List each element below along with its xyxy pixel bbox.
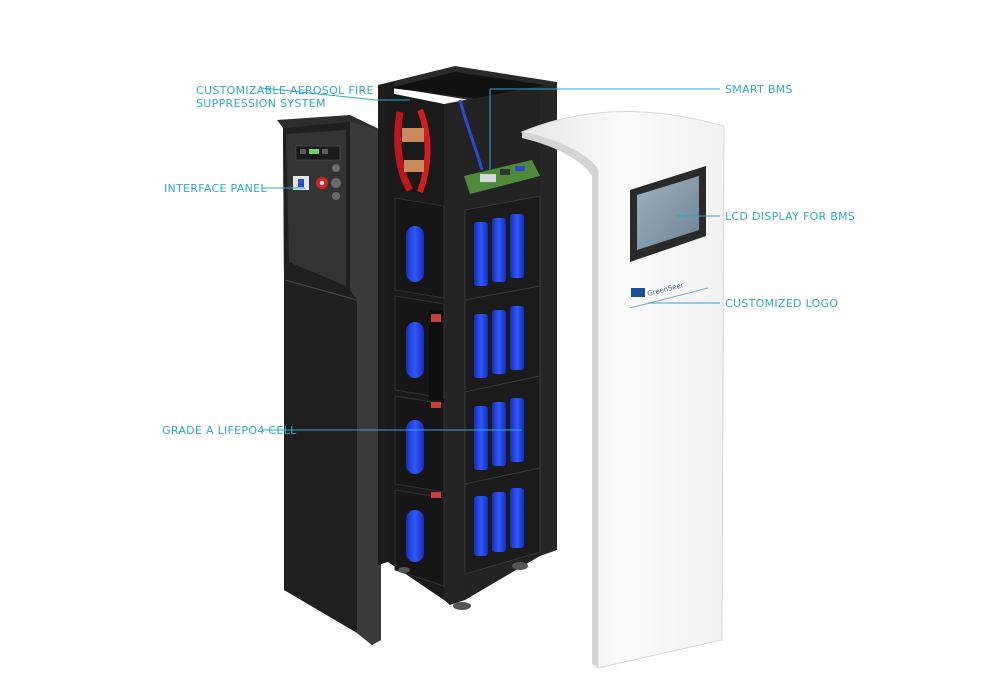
smart-bms-board — [464, 160, 540, 194]
callout-smart-bms: SMART BMS — [725, 83, 793, 96]
callout-aerosol-line-2: SUPPRESSION SYSTEM — [196, 97, 326, 110]
callout-aerosol-line-1: CUSTOMIZABLE AEROSOL FIRE — [196, 84, 374, 97]
front-cover: GreenSeer — [520, 111, 725, 669]
side-modules — [394, 197, 445, 587]
callout-interface-panel: INTERFACE PANEL — [164, 182, 267, 195]
callout-grade-a-cell: GRADE A LIFEPO4 CELL — [162, 424, 297, 437]
battery-rack — [378, 66, 557, 610]
callout-lcd-display: LCD DISPLAY FOR BMS — [725, 210, 856, 223]
lcd-display — [630, 166, 706, 262]
leader-smart-bms — [489, 88, 720, 170]
interface-panel-controls — [293, 145, 341, 200]
grade-a-lifepo4-cells — [464, 195, 541, 575]
callout-aerosol-fire-suppression: CUSTOMIZABLE AEROSOL FIRE SUPPRESSION SY… — [196, 84, 374, 110]
leader-lines — [261, 87, 720, 431]
callout-customized-logo: CUSTOMIZED LOGO — [725, 297, 839, 310]
front-door-panel — [277, 115, 381, 645]
leader-aerosol — [261, 87, 410, 101]
